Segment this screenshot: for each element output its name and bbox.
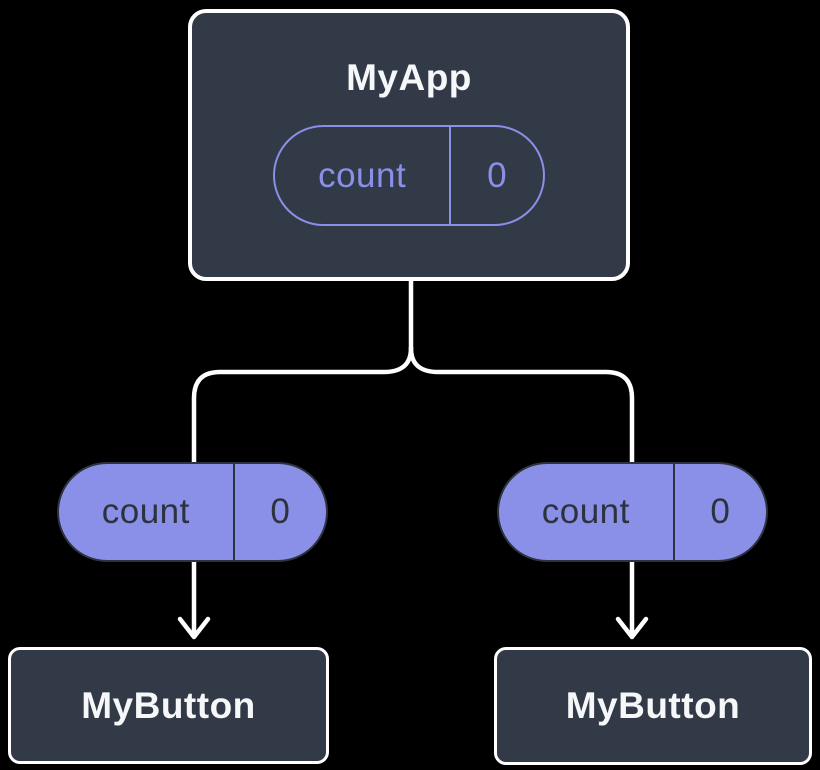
prop-pill-left: count 0 bbox=[57, 462, 328, 562]
prop-pill-value: 0 bbox=[710, 492, 731, 531]
component-name-myapp: MyApp bbox=[346, 57, 472, 98]
arrowhead-left-icon bbox=[177, 616, 211, 640]
arrowhead-right-icon bbox=[615, 616, 649, 640]
pill-divider bbox=[449, 127, 452, 224]
state-pill-label: count bbox=[318, 155, 407, 195]
component-node-mybutton-left: MyButton bbox=[8, 647, 329, 764]
pill-divider bbox=[672, 464, 675, 560]
edge-right-branch bbox=[408, 345, 635, 469]
pill-divider bbox=[232, 464, 235, 560]
component-name-mybutton-left: MyButton bbox=[81, 684, 256, 726]
component-node-myapp: MyApp count 0 bbox=[188, 9, 630, 281]
component-name-mybutton-right: MyButton bbox=[565, 685, 741, 726]
edge-left-branch bbox=[191, 345, 414, 469]
prop-pill-label: count bbox=[541, 492, 630, 531]
prop-pill-right: count 0 bbox=[497, 462, 768, 562]
prop-pill-label: count bbox=[101, 492, 190, 531]
state-pill-root: count 0 bbox=[273, 125, 545, 226]
component-node-mybutton-right: MyButton bbox=[494, 647, 812, 765]
state-pill-value: 0 bbox=[487, 155, 508, 195]
prop-pill-value: 0 bbox=[270, 492, 291, 531]
